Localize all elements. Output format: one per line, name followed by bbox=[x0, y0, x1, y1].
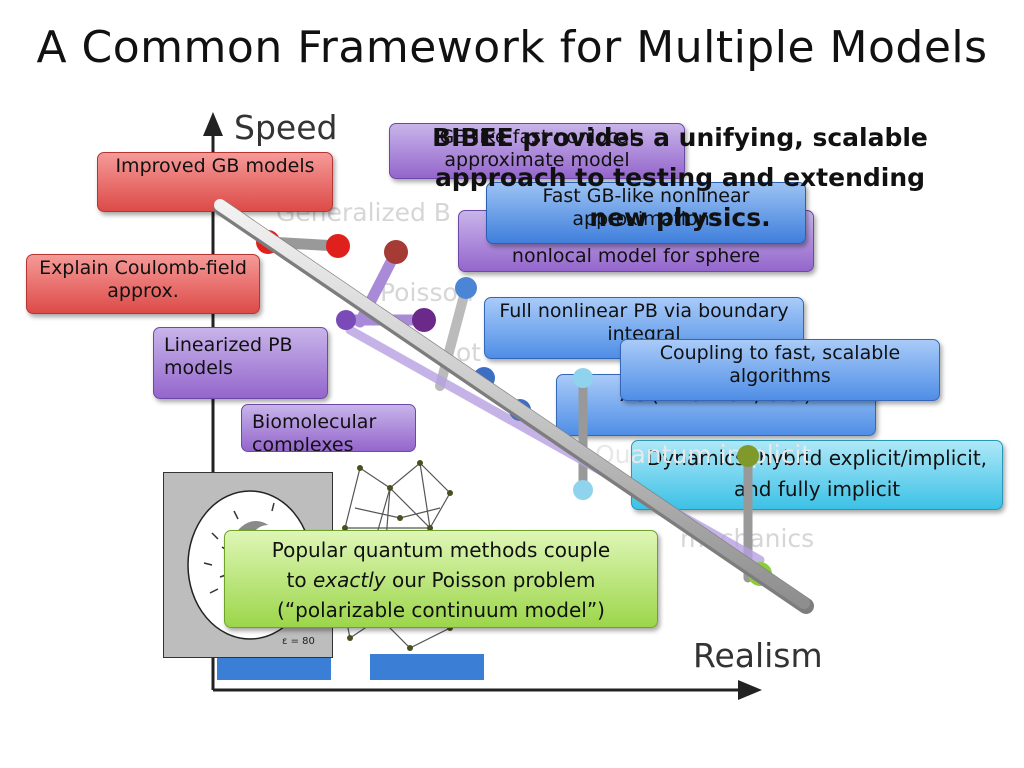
node-purple-1 bbox=[412, 308, 436, 332]
box-linearized-pb: Linearized PB models bbox=[153, 327, 328, 399]
box-biomolecular: Biomolecular complexes bbox=[241, 404, 416, 452]
node-olive bbox=[737, 445, 759, 467]
faded-implicit-label: Quantum implicit bbox=[595, 440, 812, 469]
node-red-2 bbox=[326, 234, 350, 258]
quantum-line-1: Popular quantum methods couple bbox=[271, 538, 611, 562]
box-fast-gb-nonlinear: Fast GB-like nonlinear approximations bbox=[486, 182, 806, 244]
epsilon-label: ε = 80 bbox=[282, 636, 315, 647]
node-blue-1 bbox=[455, 277, 477, 299]
y-axis-label: Speed bbox=[234, 108, 338, 147]
figure-strip-right bbox=[370, 654, 484, 680]
connector-nonlocal bbox=[435, 283, 471, 391]
box-dynamics: Dynamics: hybrid explicit/implicit, and … bbox=[631, 440, 1003, 510]
figure-strip-left bbox=[217, 654, 331, 680]
quantum-line-3: (“polarizable continuum model”) bbox=[277, 598, 605, 622]
slide-title: A Common Framework for Multiple Models bbox=[36, 22, 988, 73]
y-axis-arrowhead bbox=[203, 112, 223, 136]
node-cyan-2 bbox=[573, 480, 593, 500]
bibee-statement: BIBEE provides a unifying, scalable appr… bbox=[432, 123, 928, 232]
node-dark-red bbox=[384, 240, 408, 264]
box-explain-coulomb: Explain Coulomb-field approx. bbox=[26, 254, 260, 314]
box-coupling: Coupling to fast, scalable algorithms bbox=[620, 339, 940, 401]
x-axis-arrowhead bbox=[738, 680, 762, 700]
box-gb-like-nonlocal: GB-like fast nonlocal approximate model bbox=[389, 123, 685, 179]
node-purple-2 bbox=[336, 310, 356, 330]
box-quantum-methods: Popular quantum methods couple to exactl… bbox=[224, 530, 658, 628]
quantum-line-2: to exactly our Poisson problem bbox=[286, 568, 596, 592]
x-axis-label: Realism bbox=[693, 636, 823, 675]
node-cyan-1 bbox=[573, 368, 593, 388]
main-diagonal-bar bbox=[214, 199, 810, 609]
